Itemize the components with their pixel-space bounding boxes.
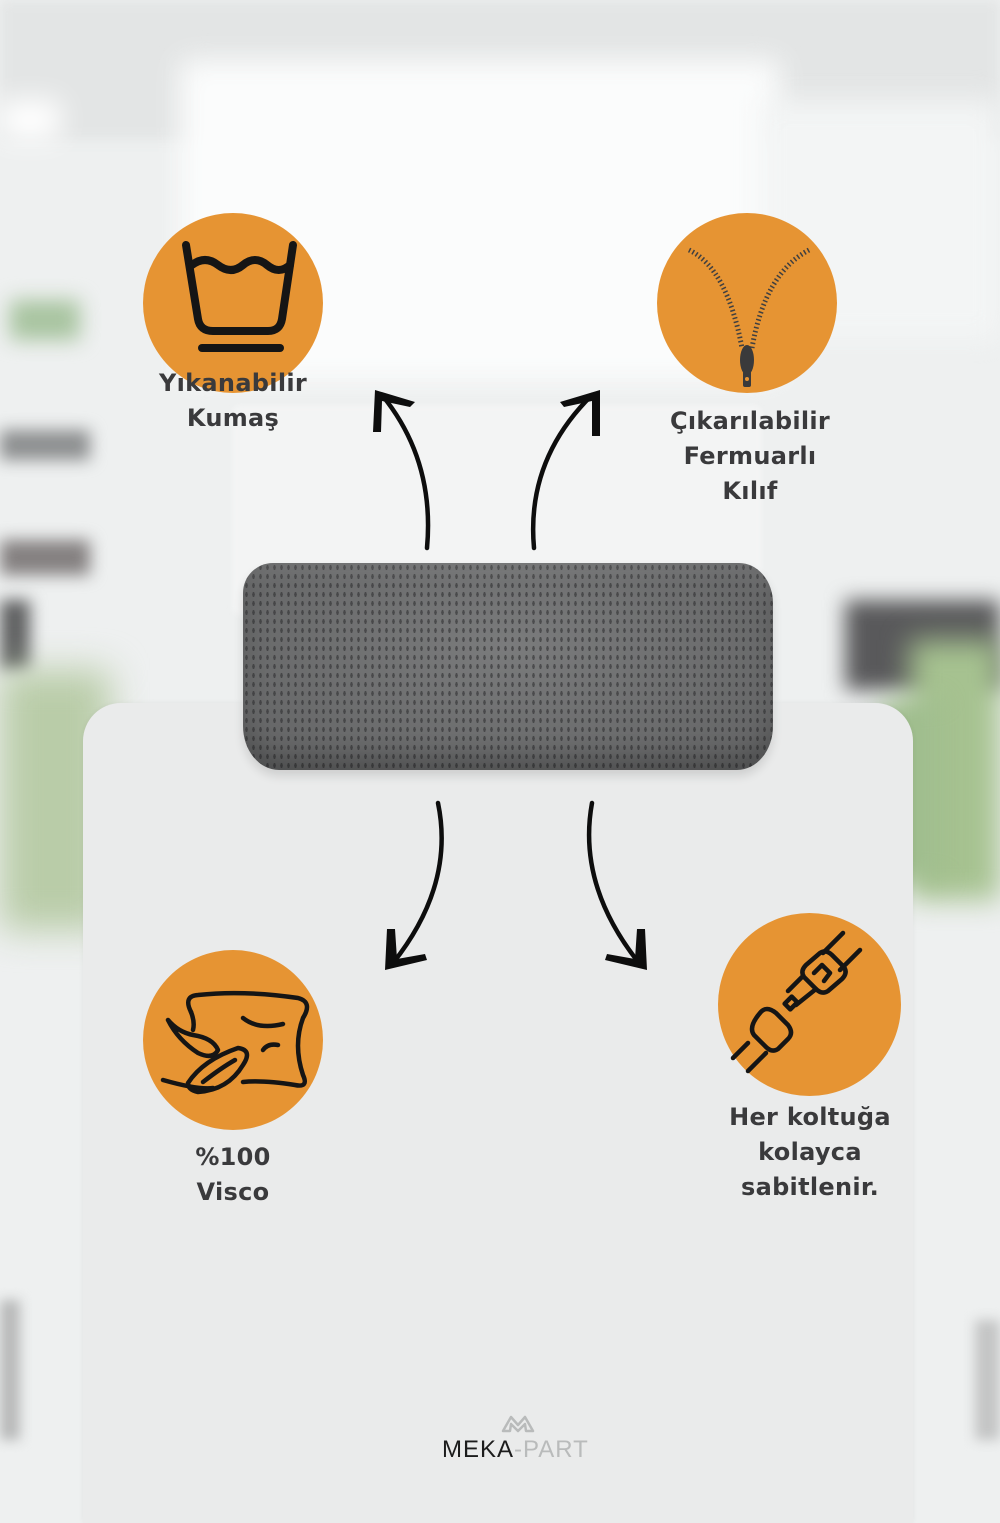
pillow-feather-icon [160,990,310,1095]
arrow-up-left-icon [373,390,431,551]
arrow-down-right-icon [586,800,647,970]
feature-washable-label: Yıkanabilir Kumaş [158,369,308,432]
seatbelt-buckle-icon [730,930,863,1074]
brand-name-light: -PART [514,1436,589,1463]
mountain-m-logo-icon [501,1415,535,1433]
feature-seatbelt-label: Her koltuğa kolayca sabitlenir. [729,1103,891,1201]
feature-seatbelt-circle [718,913,901,1096]
wash-basin-icon [182,241,297,352]
brand-logo: MEKA-PART [442,1412,612,1472]
headrest-pillow-image [243,563,773,770]
feature-visco-label: %100 Visco [195,1143,271,1206]
arrow-up-right-icon [530,390,600,551]
feature-zipper-label: Çıkarılabilir Fermuarlı Kılıf [669,407,831,505]
arrow-down-left-icon [385,800,444,970]
feature-zipper-circle [657,213,837,393]
zipper-icon [687,247,811,387]
feature-visco-circle [143,950,323,1130]
feature-washable-circle [143,213,323,393]
brand-name-dark: MEKA [442,1436,515,1463]
